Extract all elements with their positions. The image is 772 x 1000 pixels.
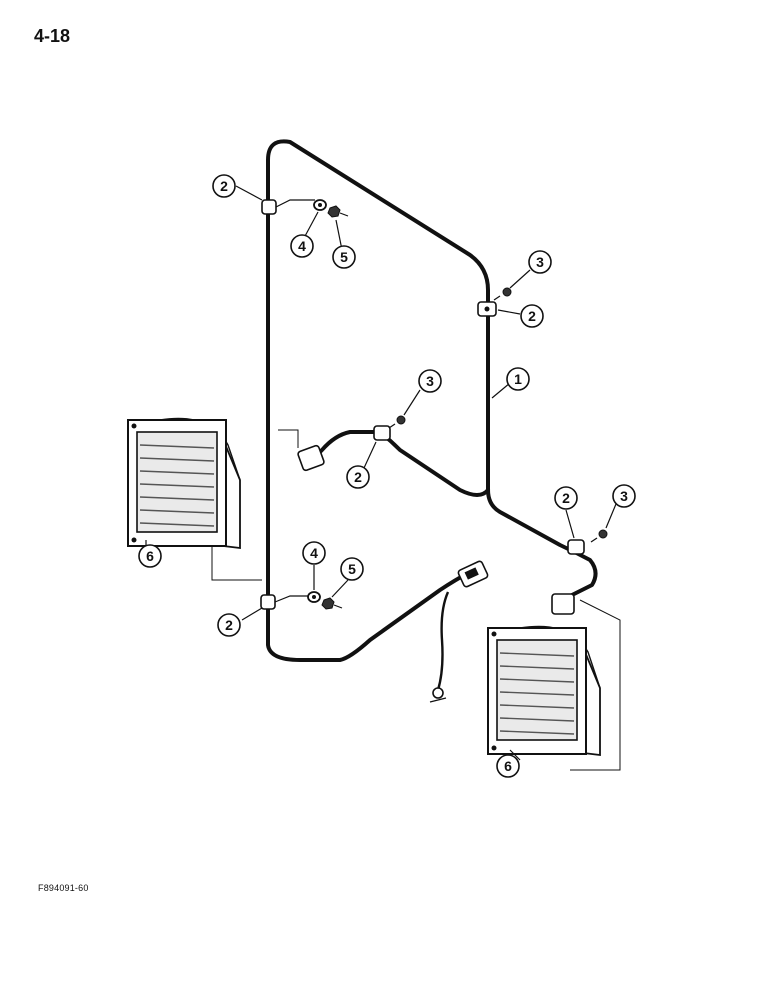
harness-branch-mid: [310, 430, 490, 497]
svg-text:3: 3: [426, 373, 434, 389]
callout-6-right: 6: [496, 754, 520, 778]
callout-6-left: 6: [138, 544, 162, 568]
connector-right: [551, 593, 575, 615]
callout-3-right: 3: [612, 484, 636, 508]
screw-icon-mid: [388, 415, 406, 429]
nut-icon-bottom: [321, 597, 343, 610]
callout-4-bottom: 4: [302, 541, 326, 565]
harness-wire: [266, 139, 598, 607]
svg-text:2: 2: [354, 469, 362, 485]
callout-5-bottom: 5: [340, 557, 364, 581]
svg-text:2: 2: [220, 178, 228, 194]
svg-text:2: 2: [562, 490, 570, 506]
callout-5-top: 5: [332, 245, 356, 269]
clip-right: [567, 539, 585, 555]
work-lamp-left: [127, 417, 241, 550]
ground-lead-wire: [436, 591, 450, 691]
svg-text:1: 1: [514, 371, 522, 387]
washer-icon-top: [313, 199, 327, 211]
page-number: 4-18: [34, 26, 71, 46]
clip-mid: [373, 425, 391, 441]
clip-bottom-left: [260, 594, 310, 610]
screw-icon-right: [590, 529, 608, 543]
leader-lines: [145, 185, 617, 761]
svg-text:2: 2: [528, 308, 536, 324]
callout-2-top-left: 2: [212, 174, 236, 198]
callout-2-mid: 2: [346, 465, 370, 489]
connector-plug-top: [457, 560, 489, 588]
svg-text:6: 6: [146, 548, 154, 564]
work-lamp-right: [487, 625, 601, 757]
figure-code: F894091-60: [38, 883, 89, 893]
callout-1: 1: [506, 367, 530, 391]
svg-text:6: 6: [504, 758, 512, 774]
ground-terminal-icon: [429, 687, 447, 703]
harness-wire-lower: [266, 570, 472, 662]
mount-line-left: [211, 429, 299, 581]
svg-text:4: 4: [298, 238, 306, 254]
screw-icon-top-right: [493, 287, 512, 301]
nut-icon-top: [327, 205, 349, 218]
clip-top-left: [261, 199, 315, 215]
svg-text:3: 3: [620, 488, 628, 504]
callout-2-bottom-left: 2: [217, 613, 241, 637]
svg-text:5: 5: [348, 561, 356, 577]
mount-line-right: [570, 599, 621, 771]
svg-text:4: 4: [310, 545, 318, 561]
connector-mid: [297, 444, 325, 472]
callout-3-mid: 3: [418, 369, 442, 393]
callout-2-top-right: 2: [520, 304, 544, 328]
washer-icon-bottom: [307, 591, 321, 603]
svg-text:2: 2: [225, 617, 233, 633]
svg-text:5: 5: [340, 249, 348, 265]
callout-3-top-right: 3: [528, 250, 552, 274]
svg-text:3: 3: [536, 254, 544, 270]
callout-4-top: 4: [290, 234, 314, 258]
clip-top-right: [477, 301, 497, 317]
callout-2-right: 2: [554, 486, 578, 510]
